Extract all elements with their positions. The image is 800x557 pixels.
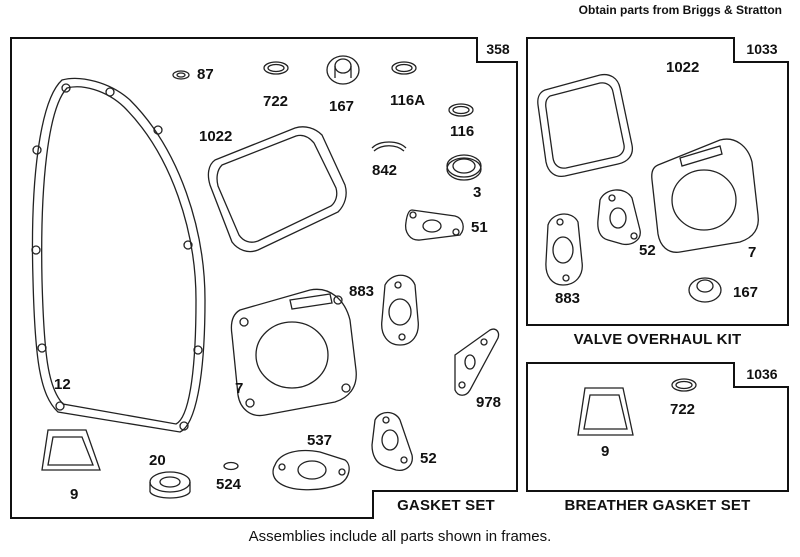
vok-part-number-52: 52 [639,242,656,259]
bgs-o-ring-722-drawing [671,378,697,392]
gasket-set-frame [10,37,518,519]
air-cleaner-gasket-9-drawing [41,429,101,471]
vok-valve-seal-167-drawing [688,277,722,303]
ring-842-drawing [371,141,407,152]
valve-overhaul-kit-number: 1033 [733,37,789,63]
vok-head-gasket-7-drawing [651,138,759,253]
part-number-116: 116 [450,123,475,140]
breather-gasket-set-number: 1036 [733,362,789,388]
part-number-842: 842 [372,162,398,179]
exhaust-gasket-883-drawing [381,274,419,346]
part-number-52: 52 [420,450,437,467]
gasket-set-label: GASKET SET [372,490,518,519]
ring-116-drawing [448,103,474,117]
vok-gasket-52-drawing [597,189,641,246]
bgs-part-number-722: 722 [670,401,696,418]
part-number-3: 3 [473,184,482,201]
bgs-part-number-9: 9 [601,443,610,460]
part-number-524: 524 [216,476,242,493]
bgs-gasket-9-drawing [577,387,634,436]
part-number-1022: 1022 [199,128,233,145]
vok-part-number-167: 167 [733,284,759,301]
breather-gasket-set-label: BREATHER GASKET SET [526,490,789,519]
o-ring-722-drawing [263,61,289,75]
washer-87-drawing [172,70,190,80]
valve-overhaul-kit-label: VALVE OVERHAUL KIT [526,324,789,353]
part-number-978: 978 [476,394,502,411]
valve-seal-167-drawing [326,55,360,85]
vok-part-number-1022: 1022 [666,59,700,76]
part-number-87: 87 [197,66,214,83]
part-number-9: 9 [70,486,79,503]
breather-gasket-978-drawing [454,328,500,396]
head-gasket-7-drawing [230,288,357,417]
gasket-52-drawing [371,411,413,471]
part-number-12: 12 [54,376,71,393]
header-note: Obtain parts from Briggs & Stratton [578,3,782,17]
oil-seal-3-drawing [446,154,482,181]
part-number-537: 537 [307,432,333,449]
part-number-7: 7 [235,380,244,397]
vok-exhaust-gasket-883-drawing [545,213,583,286]
vok-part-number-7: 7 [748,244,757,261]
part-number-51: 51 [471,219,488,236]
part-number-167: 167 [329,98,355,115]
vok-part-number-883: 883 [555,290,581,307]
valve-cover-gasket-1022-drawing [207,126,347,253]
vok-valve-cover-gasket-1022-drawing [537,73,634,178]
part-number-20: 20 [149,452,166,469]
oil-seal-20-drawing [149,471,191,499]
ring-116a-drawing [391,61,417,75]
crankcase-gasket-12-drawing [31,77,206,433]
footer-note: Assemblies include all parts shown in fr… [248,528,552,545]
intake-gasket-51-drawing [404,209,464,241]
part-number-722: 722 [263,93,289,110]
gasket-set-number: 358 [476,37,518,63]
part-number-883: 883 [349,283,375,300]
gasket-537-drawing [272,449,350,491]
washer-524-drawing [223,461,239,471]
part-number-116a: 116A [390,92,426,109]
